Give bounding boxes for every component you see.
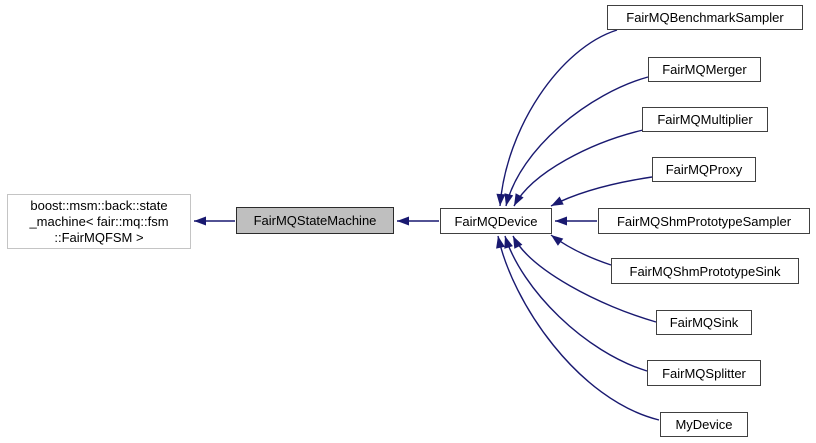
class-node-fairmqdevice[interactable]: FairMQDevice bbox=[440, 208, 552, 234]
edge-mydevice-to-device bbox=[496, 235, 660, 421]
class-node-fairmqproxy[interactable]: FairMQProxy bbox=[652, 157, 756, 182]
class-label: FairMQShmPrototypeSampler bbox=[616, 213, 792, 229]
class-node-boost-msm-state-machine: boost::msm::back::state _machine< fair::… bbox=[7, 194, 191, 249]
class-label: FairMQStateMachine bbox=[253, 213, 377, 228]
class-node-fairmqbenchmarksampler[interactable]: FairMQBenchmarkSampler bbox=[607, 5, 803, 30]
class-label: FairMQMultiplier bbox=[657, 112, 753, 127]
class-node-fairmqmerger[interactable]: FairMQMerger bbox=[648, 57, 761, 82]
class-label: FairMQMerger bbox=[662, 62, 747, 77]
edge-merger-to-device bbox=[504, 76, 649, 207]
class-node-fairmqsplitter[interactable]: FairMQSplitter bbox=[647, 360, 761, 386]
class-label: FairMQDevice bbox=[454, 213, 538, 229]
class-node-fairmqshmprototypesink[interactable]: FairMQShmPrototypeSink bbox=[611, 258, 799, 284]
class-label-line: boost::msm::back::state bbox=[30, 198, 168, 213]
class-label: FairMQProxy bbox=[665, 162, 743, 177]
edge-multiplier-to-device bbox=[513, 129, 644, 207]
edge-benchmarksampler-to-device bbox=[496, 29, 618, 207]
class-label: MyDevice bbox=[675, 417, 733, 432]
class-node-fairmqmultiplier[interactable]: FairMQMultiplier bbox=[642, 107, 768, 132]
class-label-line: _machine< fair::mq::fsm bbox=[29, 214, 169, 229]
edge-sink-to-device bbox=[512, 235, 657, 323]
class-node-mydevice[interactable]: MyDevice bbox=[660, 412, 748, 437]
class-label: FairMQSplitter bbox=[662, 365, 746, 381]
class-label-line: ::FairMQFSM > bbox=[54, 230, 144, 245]
class-node-fairmqsink[interactable]: FairMQSink bbox=[656, 310, 752, 335]
edge-splitter-to-device bbox=[504, 235, 648, 372]
class-node-fairmqshmprototypesampler[interactable]: FairMQShmPrototypeSampler bbox=[598, 208, 810, 234]
class-label: FairMQSink bbox=[669, 315, 739, 330]
class-label: FairMQBenchmarkSampler bbox=[626, 10, 784, 25]
class-label: FairMQShmPrototypeSink bbox=[629, 263, 781, 279]
edge-proxy-to-device bbox=[550, 176, 653, 207]
edge-shmprototypesink-to-device bbox=[550, 234, 612, 266]
class-node-fairmqstatemachine: FairMQStateMachine bbox=[236, 207, 394, 234]
